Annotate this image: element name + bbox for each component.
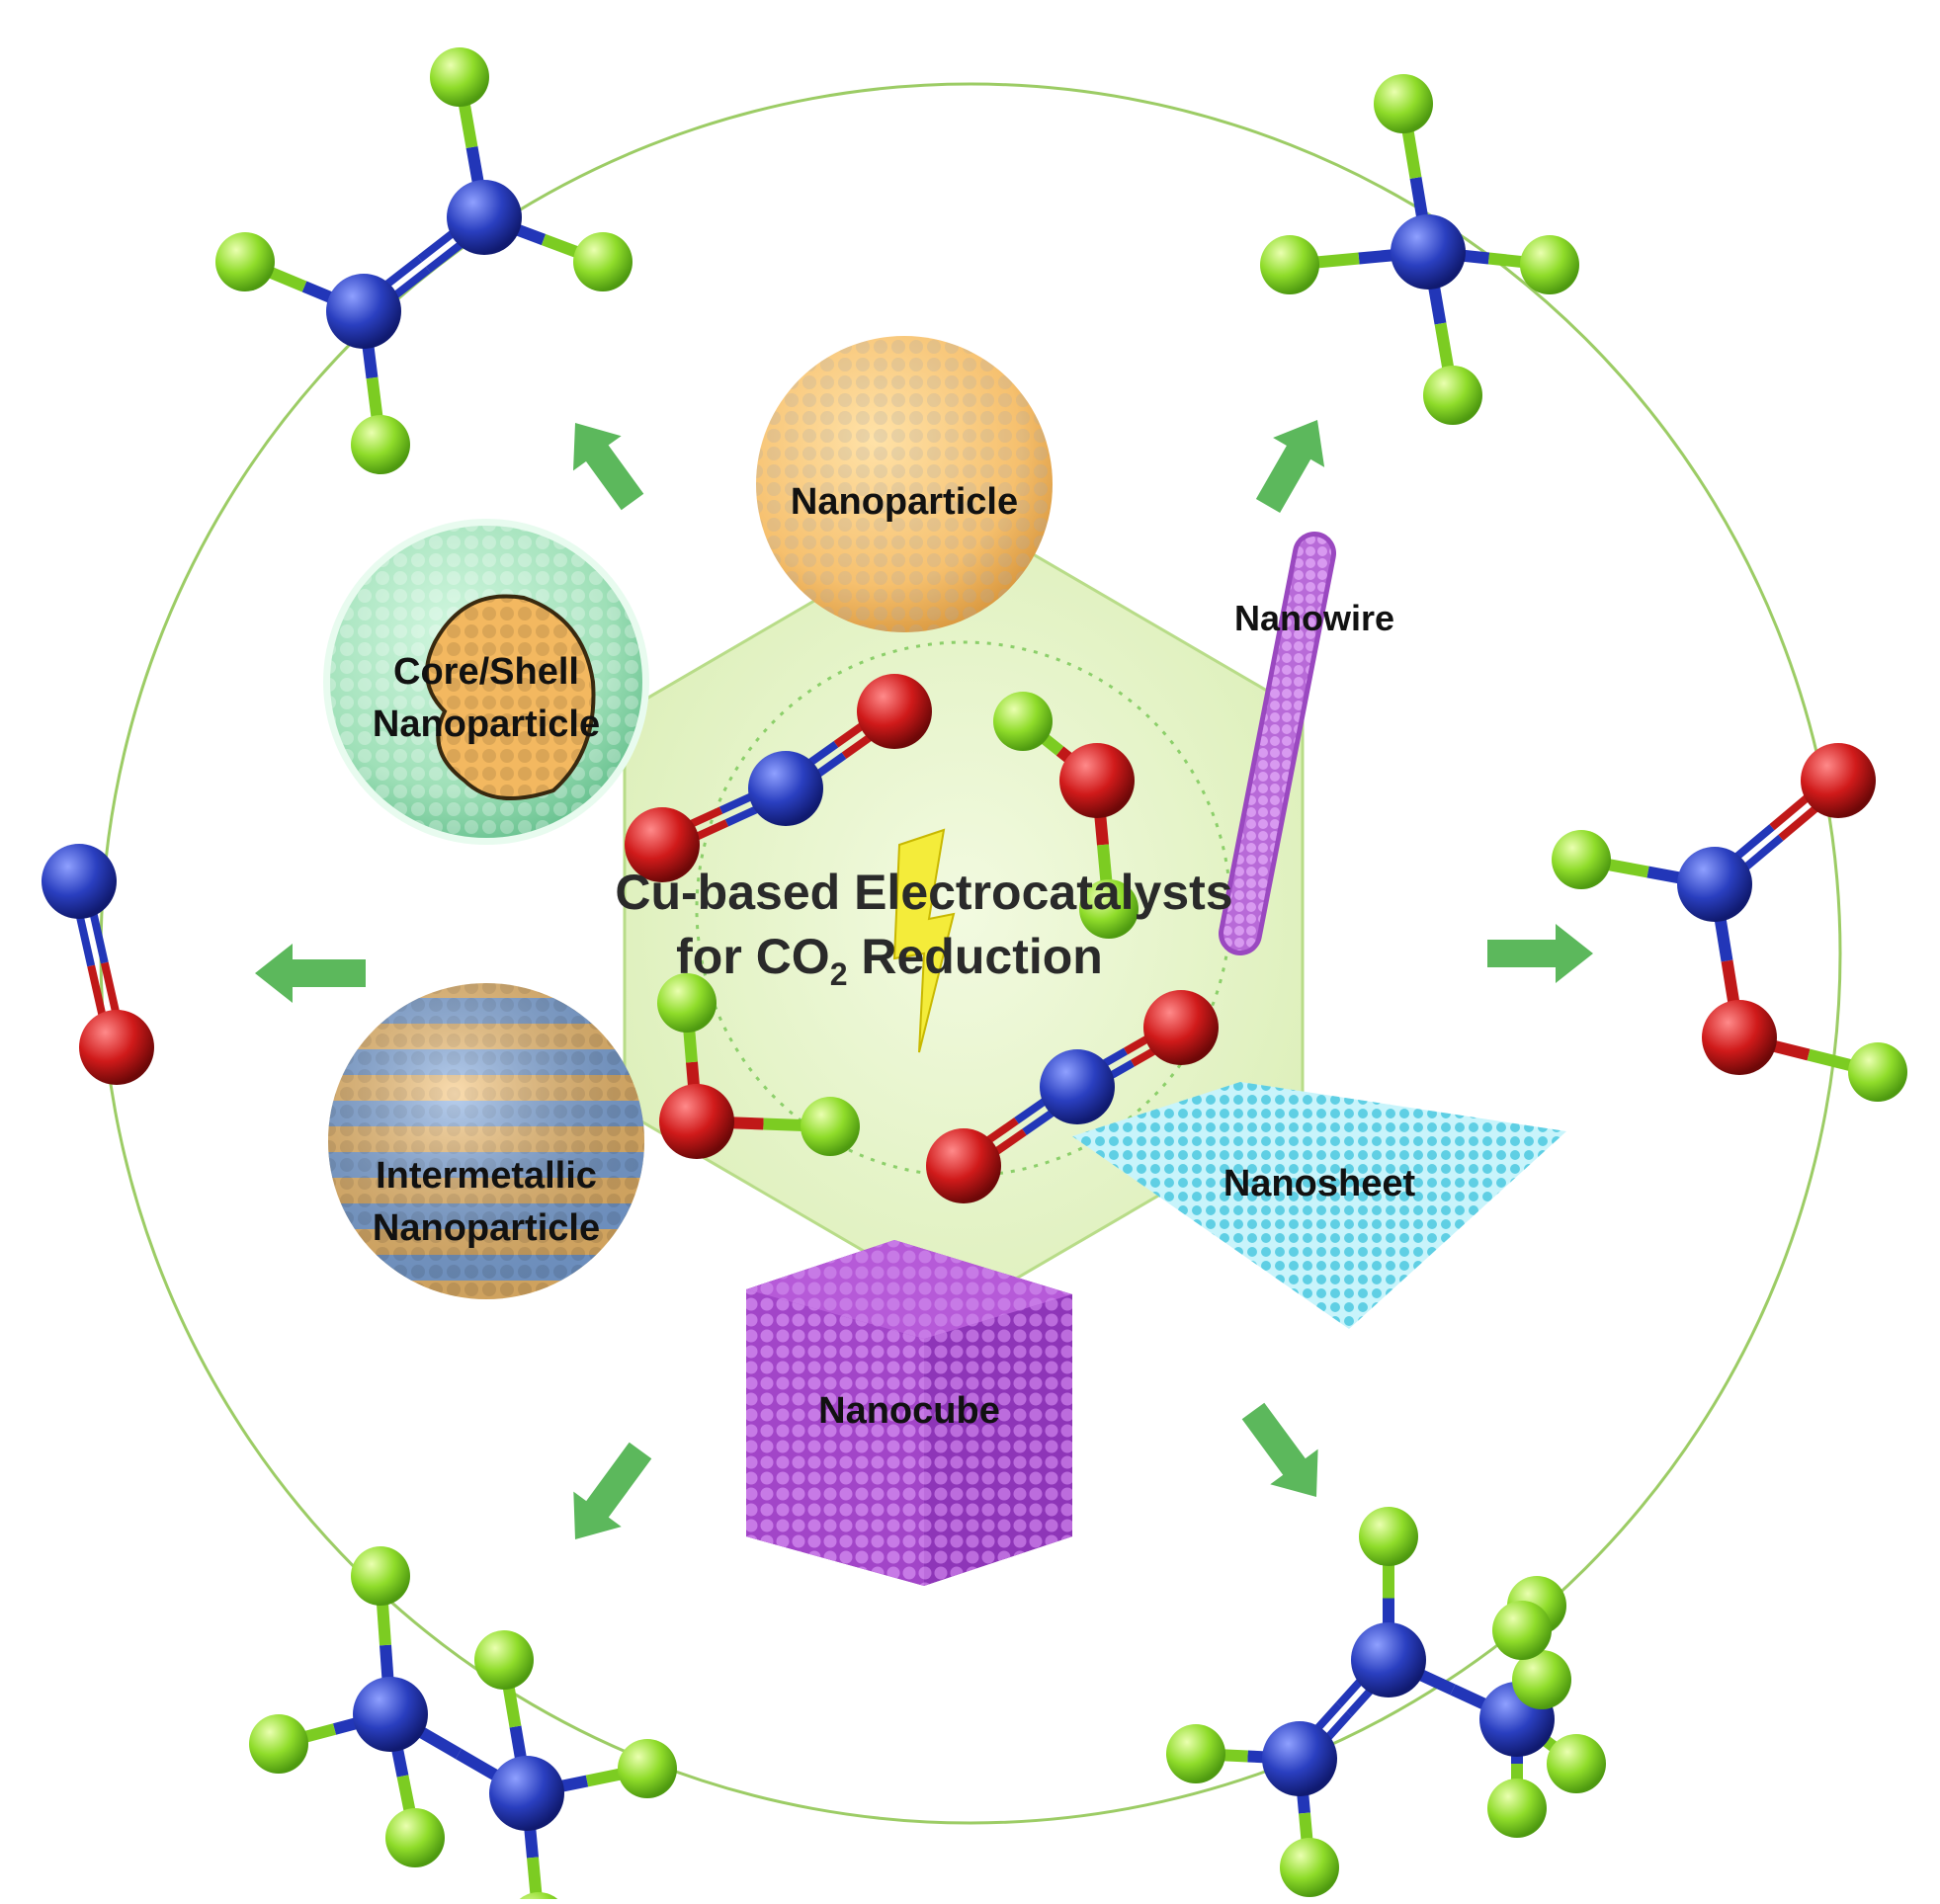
carbon-atom (326, 274, 401, 349)
hydrogen-atom (215, 232, 275, 291)
bond (527, 1857, 544, 1904)
oxygen-atom (79, 1010, 154, 1085)
ethanol-molecule-icon (1166, 1507, 1606, 1897)
oxygen-atom (1702, 1000, 1777, 1075)
carbon-atom (1351, 1622, 1426, 1697)
hydrogen-atom (573, 232, 633, 291)
core-shell-label-line2: Nanoparticle (373, 704, 600, 745)
nanocube (746, 1240, 1072, 1586)
hydrogen-atom (618, 1739, 677, 1798)
oxygen-atom (1801, 743, 1876, 818)
intermetallic-label-line1: Intermetallic (376, 1155, 597, 1197)
arrow-to-formic-acid (1487, 924, 1593, 983)
title-line2-subscript: 2 (830, 956, 848, 992)
oxygen-atom (926, 1128, 1001, 1203)
hydrogen-atom (1547, 1734, 1606, 1793)
title-line2-prefix: for CO (676, 929, 830, 984)
hydrogen-atom (1512, 1650, 1571, 1709)
hydrogen-atom (515, 1892, 562, 1904)
diagram-title-line1: Cu-based Electrocatalysts (615, 865, 1232, 920)
nanosheet-label: Nanosheet (1223, 1163, 1416, 1204)
hydrogen-atom (1359, 1507, 1418, 1566)
hydrogen-atom (249, 1714, 308, 1774)
ethane-molecule-icon (249, 1546, 677, 1904)
carbon-atom (353, 1677, 428, 1752)
nanowire-rod (1219, 532, 1336, 955)
hydrogen-atom (1166, 1724, 1225, 1783)
oxygen-atom (857, 674, 932, 749)
intermetallic-label-line2: Nanoparticle (373, 1207, 600, 1249)
hydrogen-atom (1848, 1042, 1907, 1102)
nanoparticle-sphere (756, 336, 1053, 632)
hydrogen-atom (430, 47, 489, 107)
hydrogen-atom (1079, 879, 1139, 939)
oxygen-atom (1143, 990, 1219, 1065)
hydrogen-atom (351, 415, 410, 474)
carbon-atom (42, 844, 117, 919)
co2-molecule-upper (625, 674, 932, 882)
hydrogen-atom (351, 1546, 410, 1606)
hydrogen-atom (1280, 1838, 1339, 1897)
hydrogen-atom (1260, 235, 1319, 294)
carbon-atom (447, 180, 522, 255)
hydrogen-atom (1374, 74, 1433, 133)
hydrogen-atom (1492, 1601, 1552, 1660)
carbon-monoxide-molecule-icon (42, 844, 154, 1085)
arrow-to-methane (1255, 420, 1325, 513)
arrows (255, 420, 1593, 1539)
arrow-to-ethylene (573, 423, 644, 511)
hydrogen-atom (993, 692, 1053, 751)
arrow-to-ethanol (1241, 1402, 1318, 1497)
methane-molecule-icon (1260, 74, 1579, 425)
hydrogen-atom (474, 1630, 534, 1690)
carbon-atom (1040, 1049, 1115, 1124)
co2-molecule-lower (926, 990, 1219, 1203)
hydrogen-atom (385, 1808, 445, 1867)
core-shell-nanoparticle (323, 519, 649, 845)
nanosheet (1072, 1082, 1566, 1329)
carbon-atom (1677, 847, 1752, 922)
carbon-atom (1391, 214, 1466, 290)
nanocube-label: Nanocube (818, 1390, 1000, 1432)
lightning-bolt-icon (892, 828, 956, 1053)
hydrogen-atom (801, 1097, 860, 1156)
title-line2-suffix: Reduction (848, 929, 1103, 984)
hydrogen-atom (1552, 830, 1611, 889)
hydrogen-atom (1423, 366, 1482, 425)
nanowire-label: Nanowire (1234, 598, 1394, 638)
hydrogen-atom (1520, 235, 1579, 294)
water-molecule-lower (657, 973, 860, 1159)
carbon-atom (748, 751, 823, 826)
water-molecule-upper (993, 692, 1139, 939)
carbon-atom (1262, 1721, 1337, 1796)
carbon-atom (489, 1756, 564, 1831)
diagram-title-line2: for CO2 Reduction (676, 929, 1103, 992)
oxygen-atom (625, 807, 700, 882)
hydrogen-atom (1487, 1779, 1547, 1838)
arrow-to-carbon-monoxide (255, 944, 366, 1003)
arrow-to-ethane (573, 1442, 652, 1539)
core-shell-label-line1: Core/Shell (393, 651, 579, 693)
nanoparticle-label: Nanoparticle (791, 481, 1018, 523)
intermetallic-nanoparticle (328, 983, 644, 1299)
ethylene-molecule-icon (215, 47, 633, 474)
oxygen-atom (1059, 743, 1135, 818)
hydrogen-atom (657, 973, 717, 1033)
oxygen-atom (659, 1084, 734, 1159)
formic-acid-molecule-icon (1552, 743, 1907, 1102)
